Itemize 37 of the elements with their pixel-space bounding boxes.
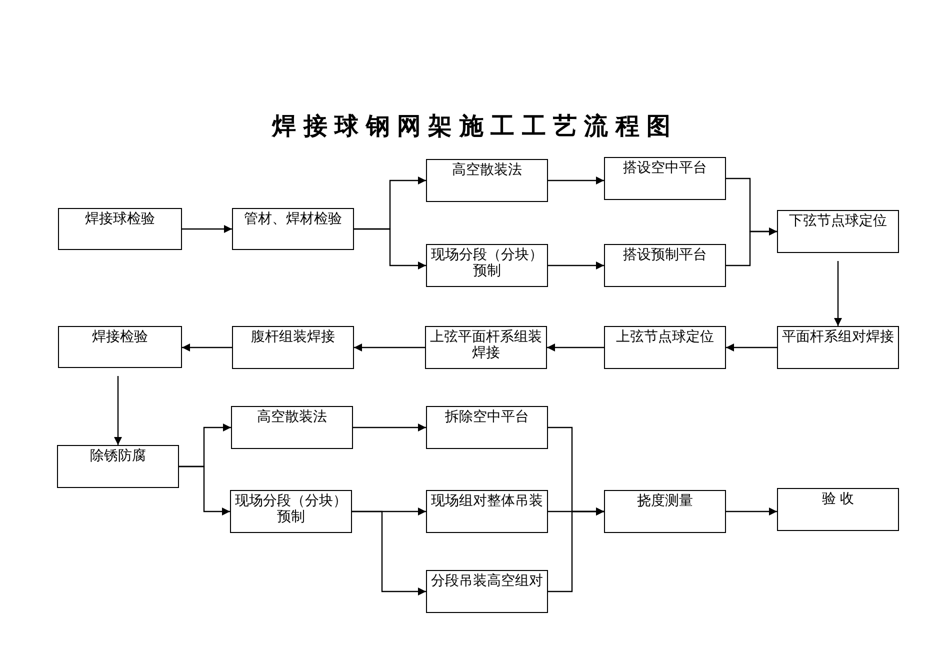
arrow bbox=[726, 228, 777, 266]
process-box: 焊接检验 bbox=[58, 326, 182, 368]
process-box: 现场分段（分块）预制 bbox=[230, 490, 352, 533]
process-box: 除锈防腐 bbox=[57, 445, 179, 488]
arrow bbox=[726, 508, 777, 516]
process-box: 挠度测量 bbox=[604, 490, 726, 533]
arrow bbox=[354, 228, 426, 270]
process-box: 搭设空中平台 bbox=[604, 157, 726, 200]
arrow bbox=[548, 508, 604, 592]
process-box: 下弦节点球定位 bbox=[777, 210, 899, 253]
arrow bbox=[353, 424, 426, 432]
process-box: 平面杆系组对焊接 bbox=[777, 326, 899, 369]
arrow bbox=[179, 466, 230, 516]
process-box: 验 收 bbox=[777, 488, 899, 531]
arrow bbox=[354, 344, 425, 352]
process-box: 高空散装法 bbox=[231, 406, 353, 449]
arrow bbox=[834, 261, 842, 326]
process-box: 腹杆组装焊接 bbox=[232, 326, 354, 369]
process-box: 分段吊装高空组对 bbox=[426, 570, 548, 613]
arrow bbox=[548, 176, 604, 184]
arrow bbox=[726, 344, 777, 352]
process-box: 焊接球检验 bbox=[58, 208, 182, 250]
process-box: 现场组对整体吊装 bbox=[426, 490, 548, 533]
process-box: 拆除空中平台 bbox=[426, 406, 548, 449]
process-box: 高空散装法 bbox=[426, 159, 548, 202]
arrow bbox=[182, 344, 232, 352]
process-box: 现场分段（分块）预制 bbox=[426, 244, 548, 287]
arrow bbox=[182, 225, 232, 233]
process-box: 管材、焊材检验 bbox=[232, 208, 354, 250]
process-box: 上弦平面杆系组装焊接 bbox=[425, 326, 547, 369]
process-box: 搭设预制平台 bbox=[604, 244, 726, 287]
arrow bbox=[547, 344, 604, 352]
arrow bbox=[352, 510, 426, 596]
process-box: 上弦节点球定位 bbox=[604, 326, 726, 369]
diagram-title: 焊接球钢网架施工工艺流程图 bbox=[270, 111, 679, 142]
arrow bbox=[114, 376, 122, 445]
arrow bbox=[548, 262, 604, 270]
